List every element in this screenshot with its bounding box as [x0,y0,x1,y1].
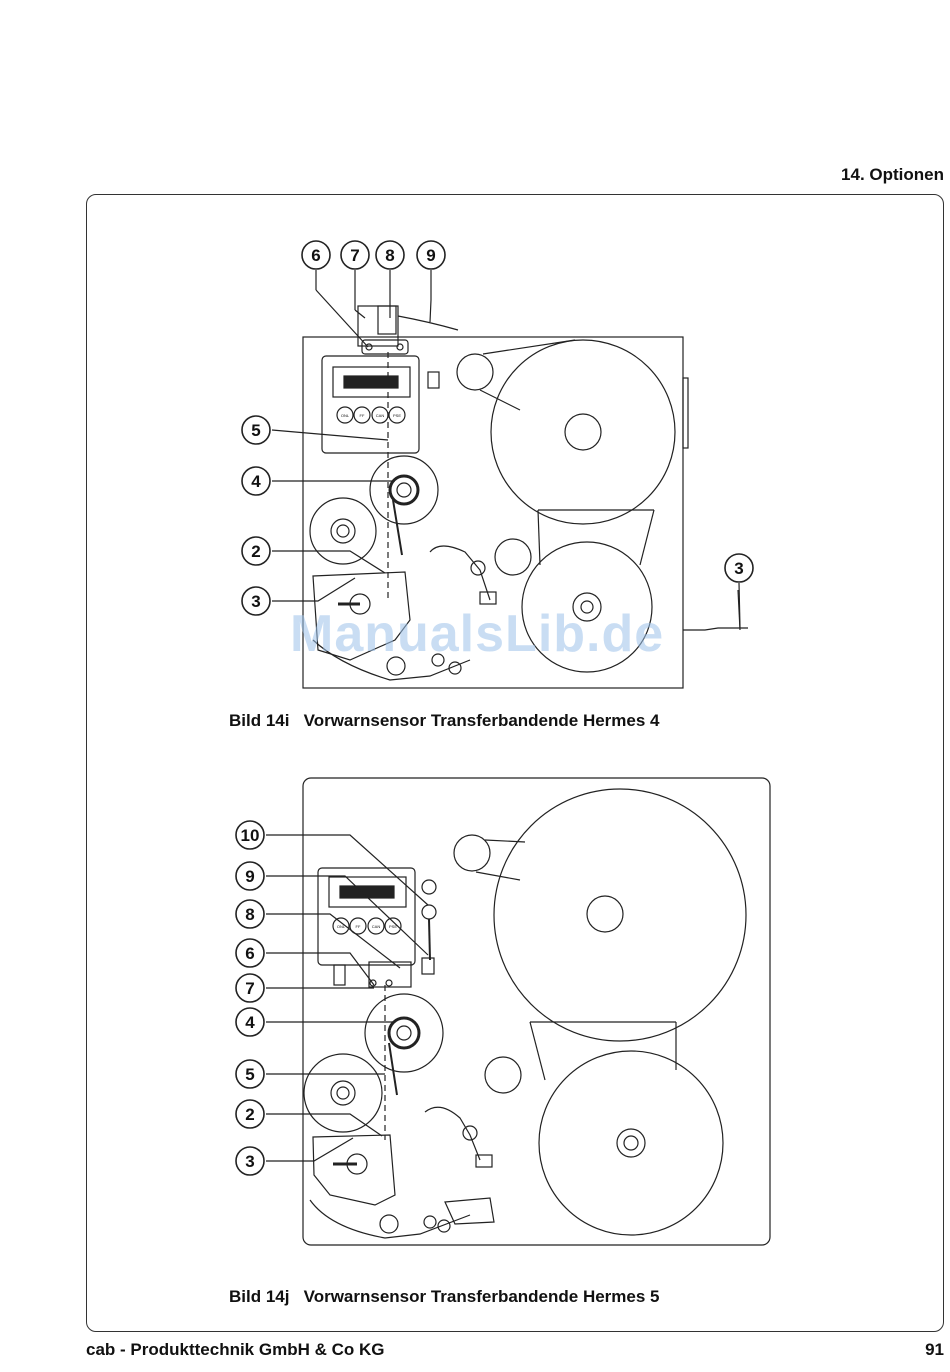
keypad-hermes-4: ONL FF CAN PSE [337,407,405,423]
callouts-hermes-5: 10 9 8 6 7 4 5 2 3 [236,821,428,1175]
callout-8: 8 [385,246,394,265]
callout-5: 5 [251,421,260,440]
callout-4: 4 [251,472,261,491]
callout-10: 10 [241,826,260,845]
ribbon-roll [370,456,438,524]
callout-2b: 2 [245,1105,254,1124]
ribbon-roll-2 [365,994,443,1072]
callout-4b: 4 [245,1013,255,1032]
supply-roll-2 [494,789,746,1041]
page-number: 91 [925,1340,944,1360]
key-onl: ONL [341,413,350,418]
callout-7b: 7 [245,979,254,998]
footer-company: cab - Produkttechnik GmbH & Co KG [86,1340,384,1360]
rewind-roll-2 [539,1051,723,1235]
drawing-hermes-5 [303,778,770,1245]
key-pse-2: PSE [389,924,397,929]
callout-3c: 3 [245,1152,254,1171]
callout-9: 9 [426,246,435,265]
key-ff: FF [360,413,365,418]
callout-6: 6 [311,246,320,265]
callout-9b: 9 [245,867,254,886]
callouts-hermes-4: 6 7 8 9 5 4 2 3 3 [242,241,753,628]
key-can-2: CAN [372,924,381,929]
key-can: CAN [376,413,385,418]
callout-8b: 8 [245,905,254,924]
watermark: ManualsLib.de [290,604,664,664]
printer-body-outline-2 [303,778,770,1245]
key-pse: PSE [393,413,401,418]
key-onl-2: ONL [337,924,346,929]
callout-2: 2 [251,542,260,561]
supply-roll [491,340,675,524]
callout-3: 3 [251,592,260,611]
callout-5b: 5 [245,1065,254,1084]
figure-caption-14i: Bild 14i Vorwarnsensor Transferbandende … [229,711,660,731]
callout-7: 7 [350,246,359,265]
figure-caption-14j: Bild 14j Vorwarnsensor Transferbandende … [229,1287,660,1307]
callout-6b: 6 [245,944,254,963]
callout-3b: 3 [734,559,743,578]
key-ff-2: FF [356,924,361,929]
